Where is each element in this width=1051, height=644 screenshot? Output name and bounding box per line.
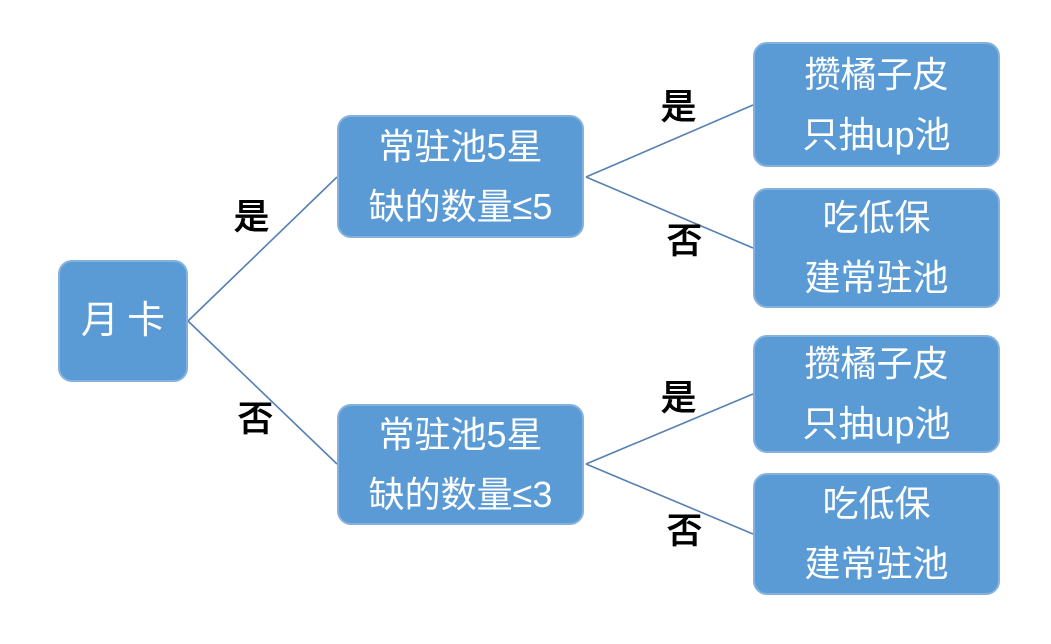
edge-label-no-decision2: 否 [667, 511, 703, 552]
node-decision-standard-pool-missing-le5: 常驻池5星 缺的数量≤5 [337, 115, 584, 238]
edge-root-to-decision2 [187, 320, 338, 465]
node-decision-standard-pool-missing-le3: 常驻池5星 缺的数量≤3 [337, 404, 584, 525]
node-label-line: 常驻池5星 [378, 125, 543, 167]
node-label-line: 建常驻池 [804, 543, 949, 584]
edge-label-no-decision1: 否 [667, 221, 703, 262]
node-outcome-pity-standard-pool-2: 吃低保 建常驻池 [753, 473, 1000, 595]
edge-label-yes-root-top: 是 [234, 197, 270, 238]
node-outcome-save-pulls-up-pool-1: 攒橘子皮 只抽up池 [753, 42, 1000, 167]
node-label-line: 吃低保 [822, 197, 931, 238]
node-label-line: 只抽up池 [802, 403, 951, 444]
node-outcome-save-pulls-up-pool-2: 攒橘子皮 只抽up池 [753, 335, 1000, 453]
node-label-line: 只抽up池 [802, 113, 951, 155]
edge-label-yes-decision2: 是 [661, 378, 697, 419]
node-label-line: 建常驻池 [804, 257, 949, 298]
node-outcome-pity-standard-pool-1: 吃低保 建常驻池 [753, 188, 1000, 308]
node-root-monthly-card: 月卡 [58, 260, 188, 382]
node-label-line: 攒橘子皮 [804, 53, 949, 95]
node-label-line: 吃低保 [822, 483, 931, 524]
edge-label-yes-decision1: 是 [661, 87, 697, 128]
node-label-line: 攒橘子皮 [804, 343, 949, 384]
node-label-line: 缺的数量≤5 [368, 185, 553, 227]
node-label-line: 缺的数量≤3 [368, 473, 553, 515]
node-label-line: 常驻池5星 [378, 413, 543, 455]
edge-label-no-root-bottom: 否 [238, 399, 274, 440]
node-label: 月卡 [80, 300, 174, 342]
